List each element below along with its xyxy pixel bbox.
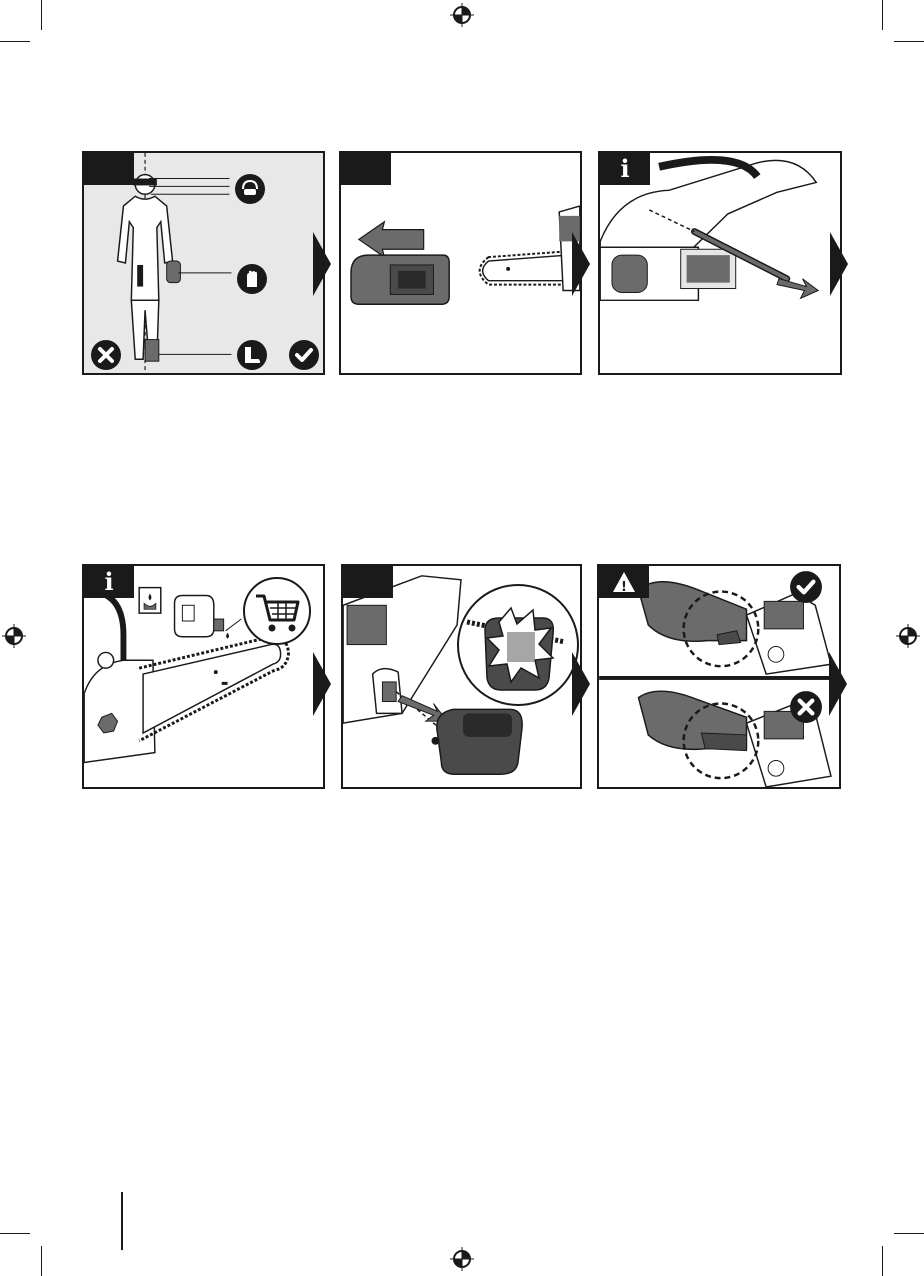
next-step-arrow-icon bbox=[572, 232, 590, 296]
tool-storage-illustration bbox=[600, 153, 840, 373]
next-step-arrow-icon bbox=[313, 652, 331, 716]
page-margin-rule bbox=[121, 1192, 123, 1250]
crop-mark bbox=[0, 41, 30, 42]
crop-mark bbox=[894, 1233, 924, 1234]
crop-mark bbox=[882, 0, 883, 30]
step-panel-oil: i bbox=[82, 564, 325, 789]
registration-target-icon bbox=[450, 3, 474, 27]
eye-ear-protection-icon bbox=[234, 173, 266, 205]
step-badge bbox=[343, 566, 393, 598]
check-icon bbox=[789, 570, 823, 604]
step-panel-ppe bbox=[82, 151, 325, 375]
check-icon bbox=[288, 339, 320, 371]
step-badge bbox=[341, 153, 391, 185]
cover-removal-illustration bbox=[341, 153, 580, 373]
warning-icon: ! bbox=[599, 566, 649, 598]
registration-target-icon bbox=[896, 624, 920, 648]
step-panel-remove-cover bbox=[339, 151, 582, 375]
crop-mark bbox=[882, 1246, 883, 1276]
step-panel-tool-wrench: i bbox=[598, 151, 842, 375]
next-step-arrow-icon bbox=[830, 232, 848, 296]
shopping-cart-icon bbox=[242, 576, 312, 646]
crop-mark bbox=[894, 41, 924, 42]
battery-click-detail-icon bbox=[455, 582, 581, 708]
safety-boots-icon bbox=[236, 339, 268, 371]
info-icon: i bbox=[84, 566, 134, 598]
warning-triangle-icon: ! bbox=[599, 566, 649, 598]
step-panel-insert-battery bbox=[341, 564, 582, 789]
crop-mark bbox=[41, 1246, 42, 1276]
registration-target-icon bbox=[2, 624, 26, 648]
next-step-arrow-icon bbox=[313, 232, 331, 296]
next-step-arrow-icon bbox=[829, 652, 847, 716]
crop-mark bbox=[41, 0, 42, 30]
info-icon: i bbox=[600, 153, 650, 185]
cross-icon bbox=[789, 690, 823, 724]
registration-target-icon bbox=[450, 1247, 474, 1271]
cross-icon bbox=[90, 339, 122, 371]
step-panel-grip: ! bbox=[597, 564, 841, 789]
crop-mark bbox=[0, 1233, 30, 1234]
next-step-arrow-icon bbox=[572, 652, 590, 716]
warning-glyph: ! bbox=[621, 580, 627, 595]
gloves-icon bbox=[236, 263, 268, 295]
step-badge bbox=[84, 153, 134, 185]
